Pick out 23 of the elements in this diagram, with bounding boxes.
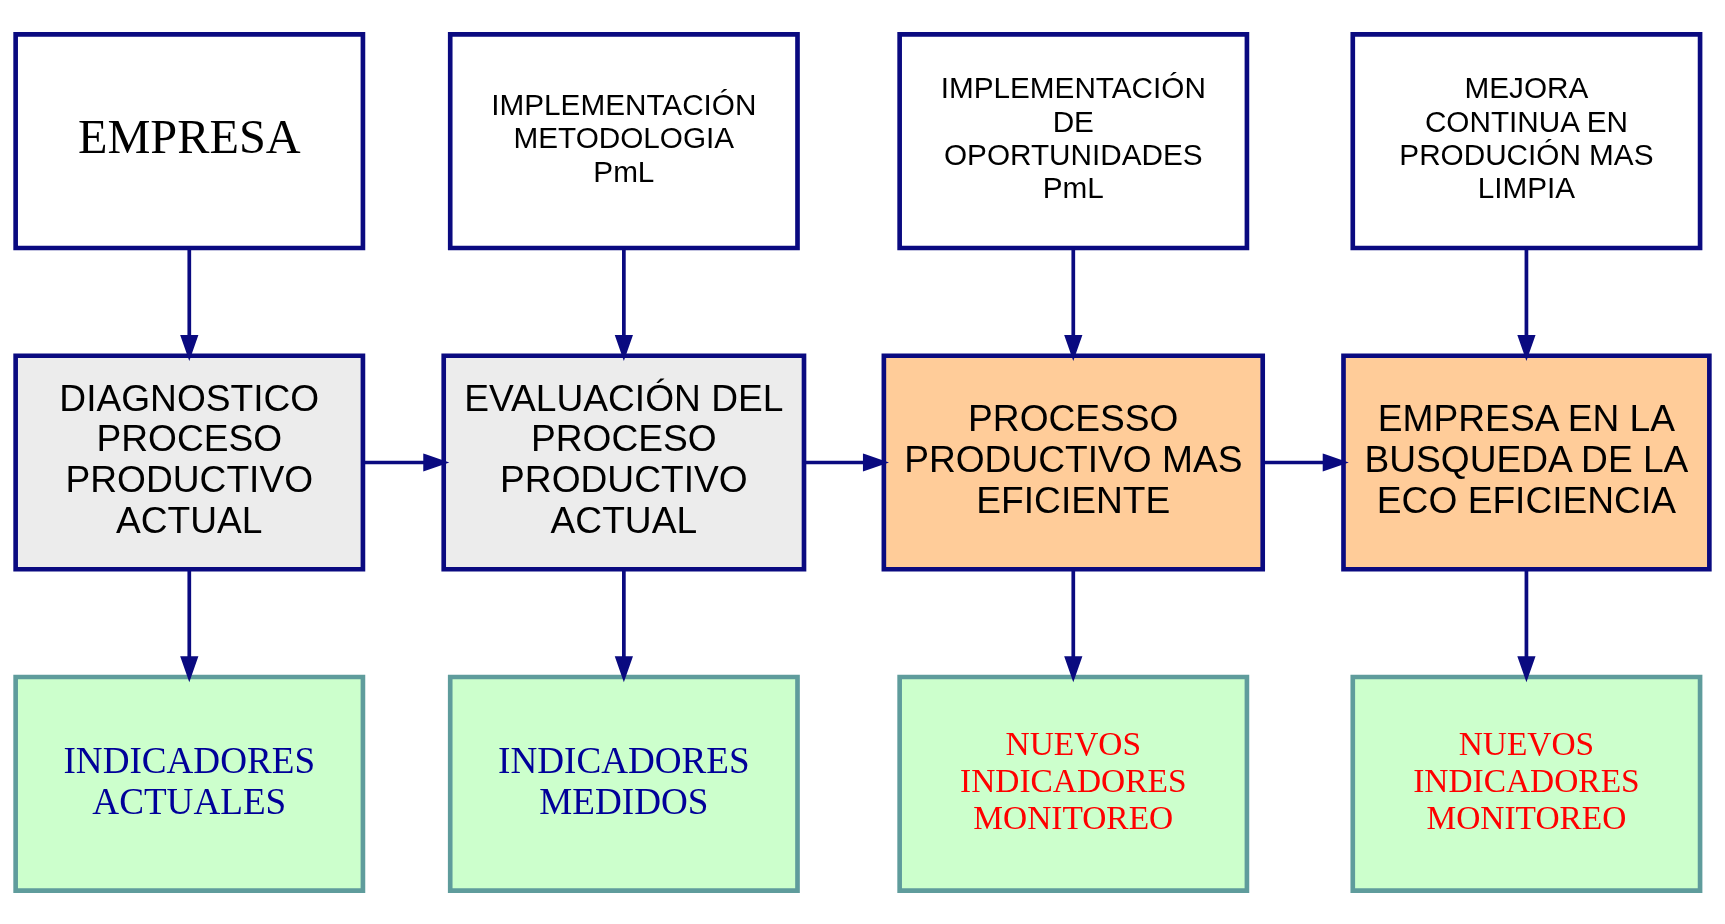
node-box: IMPLEMENTACIÓN METODOLOGIA PmL [447, 31, 800, 250]
arrow [180, 569, 199, 682]
node-box: INDICADORES MEDIDOS [447, 674, 800, 893]
arrow [1517, 569, 1536, 682]
arrow [180, 248, 199, 361]
arrow [1517, 248, 1536, 361]
arrow [614, 248, 633, 361]
arrow [363, 452, 450, 472]
node-box: MEJORA CONTINUA EN PRODUCIÓN MAS LIMPIA [1350, 31, 1703, 250]
arrow [804, 452, 889, 472]
arrow [1064, 569, 1083, 682]
node-box: DIAGNOSTICO PROCESO PRODUCTIVO ACTUAL [13, 352, 366, 572]
node-box: EMPRESA EN LA BUSQUEDA DE LA ECO EFICIENCIA [1341, 352, 1712, 572]
arrow [1263, 452, 1349, 472]
node-box: EMPRESA [13, 31, 366, 250]
node-box: NUEVOS INDICADORES MONITOREO [897, 674, 1250, 893]
arrow [614, 569, 633, 682]
node-box: INDICADORES ACTUALES [13, 674, 366, 893]
node-box: EVALUACIÓN DEL PROCESO PRODUCTIVO ACTUAL [441, 352, 807, 572]
node-box: PROCESSO PRODUCTIVO MAS EFICIENTE [881, 352, 1266, 572]
arrow [1064, 248, 1083, 361]
node-box: IMPLEMENTACIÓN DE OPORTUNIDADES PmL [897, 31, 1250, 250]
node-box: NUEVOS INDICADORES MONITOREO [1350, 674, 1703, 893]
